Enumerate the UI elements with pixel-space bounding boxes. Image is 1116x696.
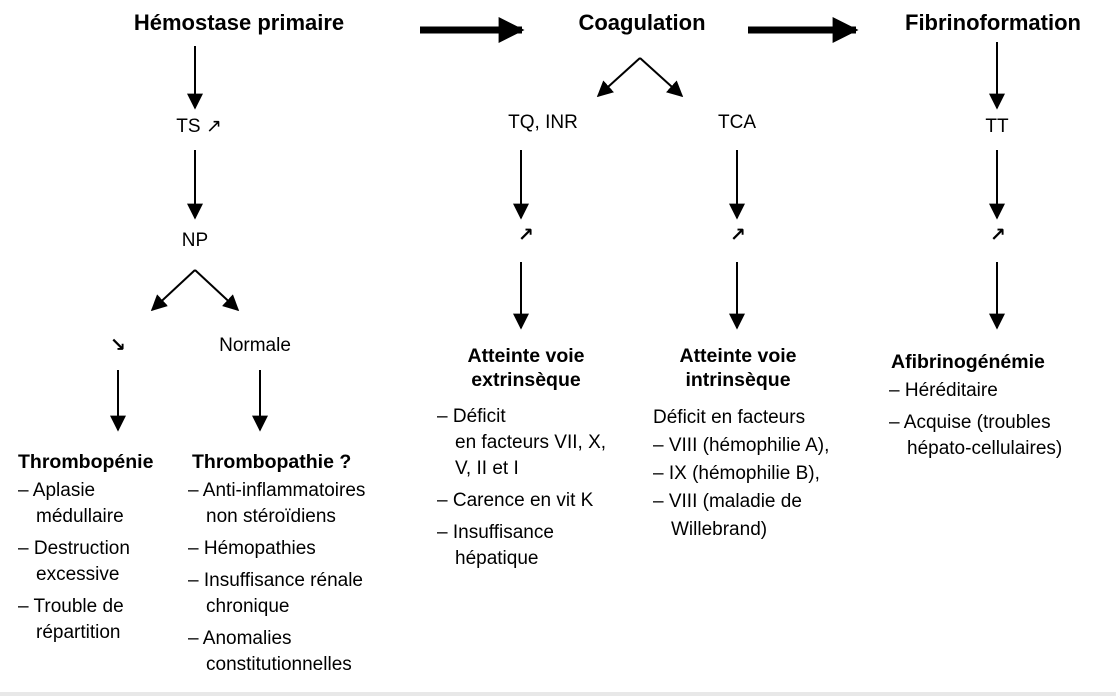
list-item: – Carence en vit K: [437, 490, 594, 511]
list-item: Willebrand): [671, 519, 768, 540]
extrinseque-title: Atteinte voie extrinsèque: [467, 345, 585, 391]
intrinseque-list: Déficit en facteurs – VIII (hémophilie A…: [653, 404, 829, 544]
intrinseque-title: Atteinte voie intrinsèque: [679, 345, 797, 391]
arrow-coag-to-tq: [596, 57, 641, 98]
list-item: – VIII (hémophilie A),: [653, 435, 830, 456]
result-np-decreased: ↘: [110, 335, 126, 356]
test-np: NP: [181, 230, 209, 251]
header-hemostase-primaire: Hémostase primaire: [133, 10, 345, 35]
list-item: – IX (hémophilie B),: [653, 463, 820, 484]
thrombopathie-title: Thrombopathie ?: [192, 451, 352, 473]
list-item: – Hémopathies: [188, 538, 316, 559]
test-tca: TCA: [718, 112, 756, 133]
header-coagulation: Coagulation: [578, 10, 706, 35]
arrow-np-to-low: [150, 269, 196, 312]
list-item: – Héréditaire: [889, 380, 998, 401]
test-tt: TT: [985, 116, 1009, 137]
thrombopenie-title: Thrombopénie: [18, 451, 154, 473]
test-tq-inr: TQ, INR: [508, 112, 578, 133]
arrow-np-to-normal: [194, 269, 240, 312]
result-np-normal: Normale: [219, 335, 291, 356]
result-tca-increased: ↗: [730, 225, 746, 246]
result-tq-increased: ↗: [518, 225, 534, 246]
list-item: Déficit en facteurs: [653, 407, 806, 428]
arrow-coag-to-tca: [639, 57, 684, 98]
list-item: – VIII (maladie de: [653, 491, 802, 512]
header-fibrinoformation: Fibrinoformation: [905, 10, 1081, 35]
afibrinogenemie-title: Afibrinogénémie: [891, 351, 1045, 373]
bottom-divider: [0, 692, 1116, 696]
test-ts: TS ↗: [176, 116, 222, 137]
result-tt-increased: ↗: [990, 225, 1006, 246]
